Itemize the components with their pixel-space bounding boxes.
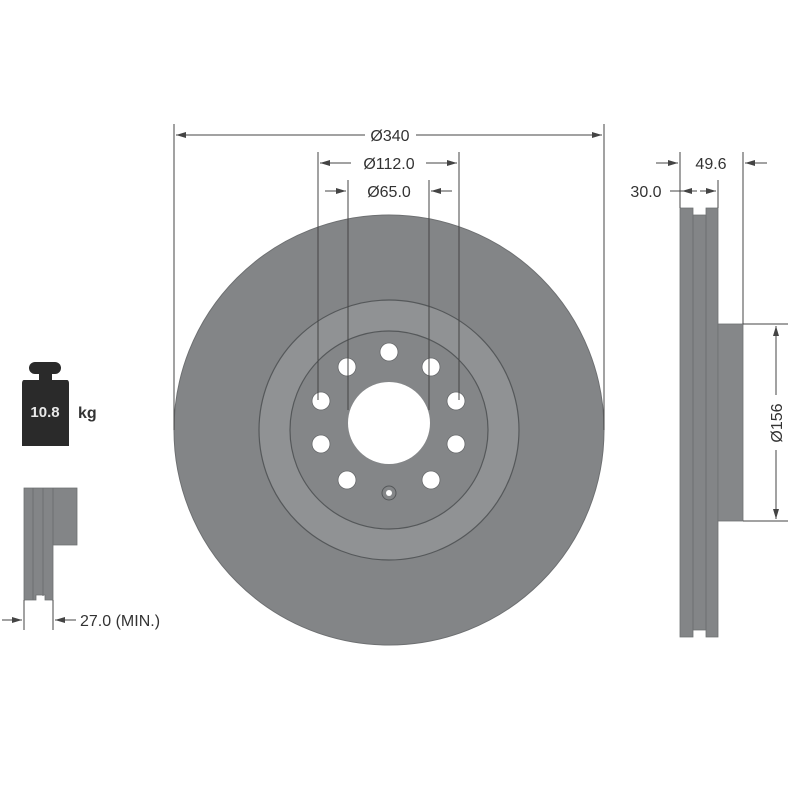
hat-section — [717, 323, 744, 522]
overall-height-label: 49.6 — [695, 156, 726, 173]
bolt-hole-icon — [311, 391, 331, 411]
outer-diameter-label: Ø340 — [370, 128, 409, 145]
min-thickness-section — [23, 487, 78, 601]
bolt-hole-icon — [337, 470, 357, 490]
min-thickness-label: 27.0 (MIN.) — [80, 613, 160, 630]
disc-front-view — [173, 214, 605, 646]
hat-diameter-label: Ø156 — [769, 403, 786, 442]
disc-side-view — [679, 207, 744, 638]
weight-value: 10.8 — [30, 404, 59, 421]
thickness-label: 30.0 — [630, 184, 661, 201]
bolt-holes — [311, 342, 466, 490]
weight-unit: kg — [78, 405, 97, 422]
bolt-hole-icon — [446, 391, 466, 411]
bolt-hole-icon — [337, 357, 357, 377]
bolt-hole-icon — [421, 470, 441, 490]
locator-hole-ring — [381, 485, 397, 501]
side-dimension-lines — [656, 152, 788, 522]
pcd-label: Ø112.0 — [363, 156, 414, 173]
center-bore — [348, 382, 430, 464]
min-thickness-dimension — [2, 600, 76, 630]
weight-icon — [22, 362, 69, 446]
center-bore-label: Ø65.0 — [367, 184, 411, 201]
bolt-hole-icon — [379, 342, 399, 362]
bolt-hole-icon — [311, 434, 331, 454]
bolt-hole-icon — [446, 434, 466, 454]
front-dimension-lines — [173, 124, 605, 430]
bolt-hole-icon — [421, 357, 441, 377]
locator-hole-icon — [386, 490, 392, 496]
